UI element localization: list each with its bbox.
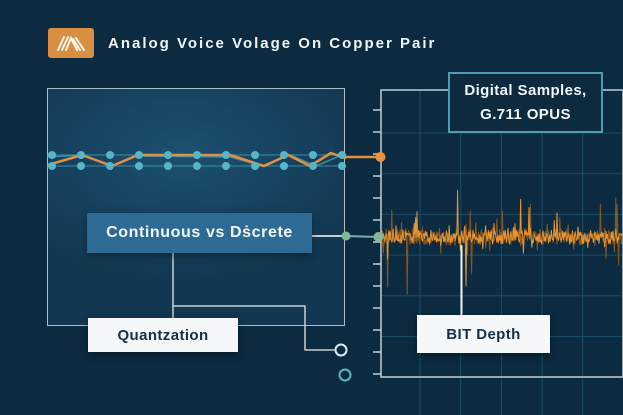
header: Analog Voice Volage On Copper Pair	[48, 28, 436, 58]
page-title: Analog Voice Volage On Copper Pair	[108, 34, 437, 52]
digital-samples-label: Digital Samples, G.711 OPUS	[448, 72, 603, 133]
bit-depth-label: BIT Depth	[417, 315, 550, 353]
digital-samples-line2: G.711 OPUS	[480, 105, 571, 123]
analog-signal-panel	[47, 88, 345, 326]
mountain-stripes-glyph	[57, 35, 85, 51]
continuous-vs-discrete-label: Continuous vs Dṡcrete	[87, 213, 312, 253]
logo-icon	[48, 28, 94, 58]
digital-samples-line1: Digital Samples,	[464, 82, 587, 100]
quantization-label: Quantzation	[88, 318, 238, 352]
